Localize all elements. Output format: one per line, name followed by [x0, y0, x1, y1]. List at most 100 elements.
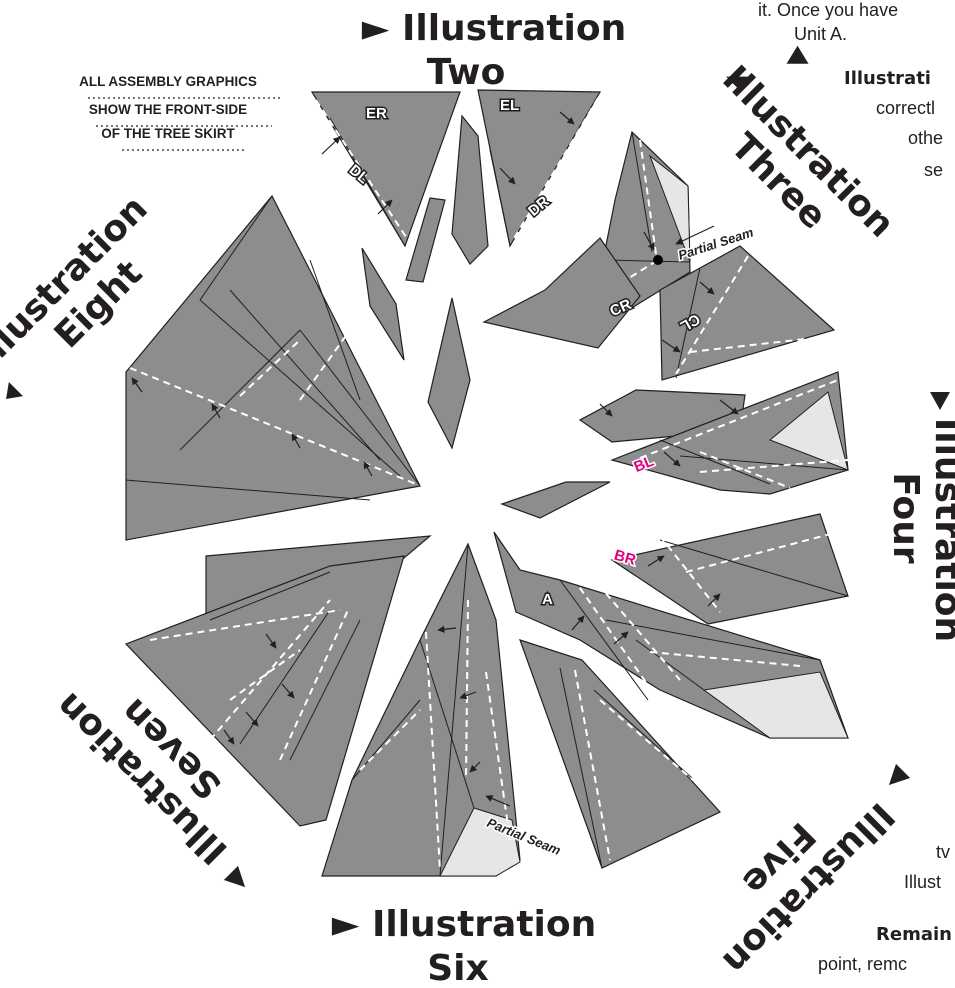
front-side-note-line3: OF THE TREE SKIRT [101, 126, 235, 141]
heading-illustration-four-line2: Four [885, 472, 926, 563]
illustration-five-group [493, 531, 849, 869]
light-triangle [769, 391, 849, 471]
seam-line [675, 267, 701, 379]
pressing-arrow [265, 633, 277, 649]
heading-illustration-four: Illustration Four [885, 418, 955, 642]
center-diamond-piece [500, 481, 611, 519]
illustration-seven-group [124, 535, 432, 827]
side-text-top2: Unit A. [794, 24, 847, 44]
pressing-arrow [599, 403, 613, 417]
label-er: ER [366, 105, 387, 122]
pressing-arrow [281, 683, 295, 699]
point-piece [361, 247, 405, 361]
side-text-line: tv [936, 842, 950, 862]
heading-illustration-four-line1: Illustration [927, 418, 955, 642]
light-triangle [702, 671, 849, 739]
seam-line [559, 579, 649, 701]
sewing-line [149, 609, 341, 641]
pressing-arrow [499, 167, 516, 185]
seam-line [679, 455, 849, 471]
partial-seam-dot [653, 255, 663, 265]
side-text-line: correctl [876, 98, 935, 118]
partial-seam-arrow [675, 225, 715, 245]
pressing-arrow [469, 761, 481, 773]
sewing-line [209, 599, 331, 741]
point-piece [405, 197, 446, 283]
pressing-arrow [643, 231, 655, 251]
sewing-line [599, 699, 701, 787]
unit-bl-piece [610, 371, 849, 495]
illustration-two-group [310, 89, 602, 450]
sewing-line [699, 451, 791, 489]
pressing-arrow [719, 399, 739, 415]
unit-er-piece [310, 91, 461, 248]
seam-line [635, 639, 705, 691]
triangle-pointer-icon [930, 392, 950, 410]
illustration-six-group [321, 542, 521, 877]
seam-line [329, 117, 406, 247]
point-piece [124, 555, 405, 827]
side-text-line: Illust [904, 872, 941, 892]
point-piece [519, 639, 721, 869]
seam-line [199, 195, 273, 301]
side-text-top1: it. Once you have [758, 0, 898, 20]
pressing-arrow [131, 377, 143, 393]
pressing-arrow [245, 711, 259, 727]
seam-line [631, 131, 653, 253]
light-triangle [439, 807, 521, 877]
sewing-line [574, 669, 611, 861]
illustration-eight-group [125, 194, 421, 541]
illustration-four-group [500, 371, 849, 625]
sewing-line [685, 531, 839, 573]
triangle-pointer-icon [223, 865, 246, 888]
sewing-line [511, 97, 599, 243]
pressing-arrow [707, 593, 721, 607]
sewing-line [279, 609, 349, 761]
seam-line [179, 329, 301, 451]
seam-line [209, 571, 331, 621]
seam-line [489, 149, 511, 247]
seam-line [309, 259, 361, 401]
sewing-line [465, 599, 469, 781]
heading-illustration-six-line2: Six [427, 948, 489, 988]
side-text-remain-bold: Remain [876, 924, 952, 945]
heading-illustration-six-line1: ► Illustration [332, 904, 597, 945]
seam-line [439, 543, 469, 877]
large-assembled-section [125, 194, 421, 541]
side-text-line: othe [908, 128, 943, 148]
seam-line [605, 259, 691, 263]
pressing-arrow [211, 403, 221, 419]
pressing-arrow [223, 729, 235, 745]
sewing-line [597, 583, 681, 681]
center-diamond-piece [427, 297, 471, 450]
partial-seam-arrow [485, 795, 511, 807]
side-text-line: point, remc [818, 954, 907, 974]
sewing-line [485, 671, 511, 841]
seam-line [299, 329, 421, 487]
label-a: A [542, 591, 553, 608]
illustration-three-group [482, 130, 836, 381]
pressing-arrow [437, 625, 457, 633]
seam-line [199, 299, 401, 477]
sewing-line [299, 329, 351, 401]
point-piece [482, 237, 641, 349]
pressing-arrow [661, 339, 681, 353]
pressing-arrow [647, 555, 665, 567]
heading-illustration-five: Illustration Five [714, 794, 902, 982]
sewing-line [229, 649, 301, 701]
seam-line [659, 539, 849, 597]
pressing-arrow [459, 691, 477, 700]
side-text-line: se [924, 160, 943, 180]
seam-line [289, 619, 361, 761]
triangle-pointer-icon [888, 763, 911, 786]
sewing-line [359, 709, 421, 771]
front-side-note-line2: SHOW THE FRONT-SIDE [89, 102, 247, 117]
pressing-arrow [559, 111, 575, 125]
sewing-line [239, 339, 301, 397]
front-side-note-line1: ALL ASSEMBLY GRAPHICS [79, 74, 257, 89]
unit-el-piece [477, 89, 602, 248]
sewing-line [425, 631, 441, 871]
light-triangle [648, 154, 691, 263]
pressing-arrow [663, 451, 681, 467]
unit-cl-piece [659, 245, 836, 381]
